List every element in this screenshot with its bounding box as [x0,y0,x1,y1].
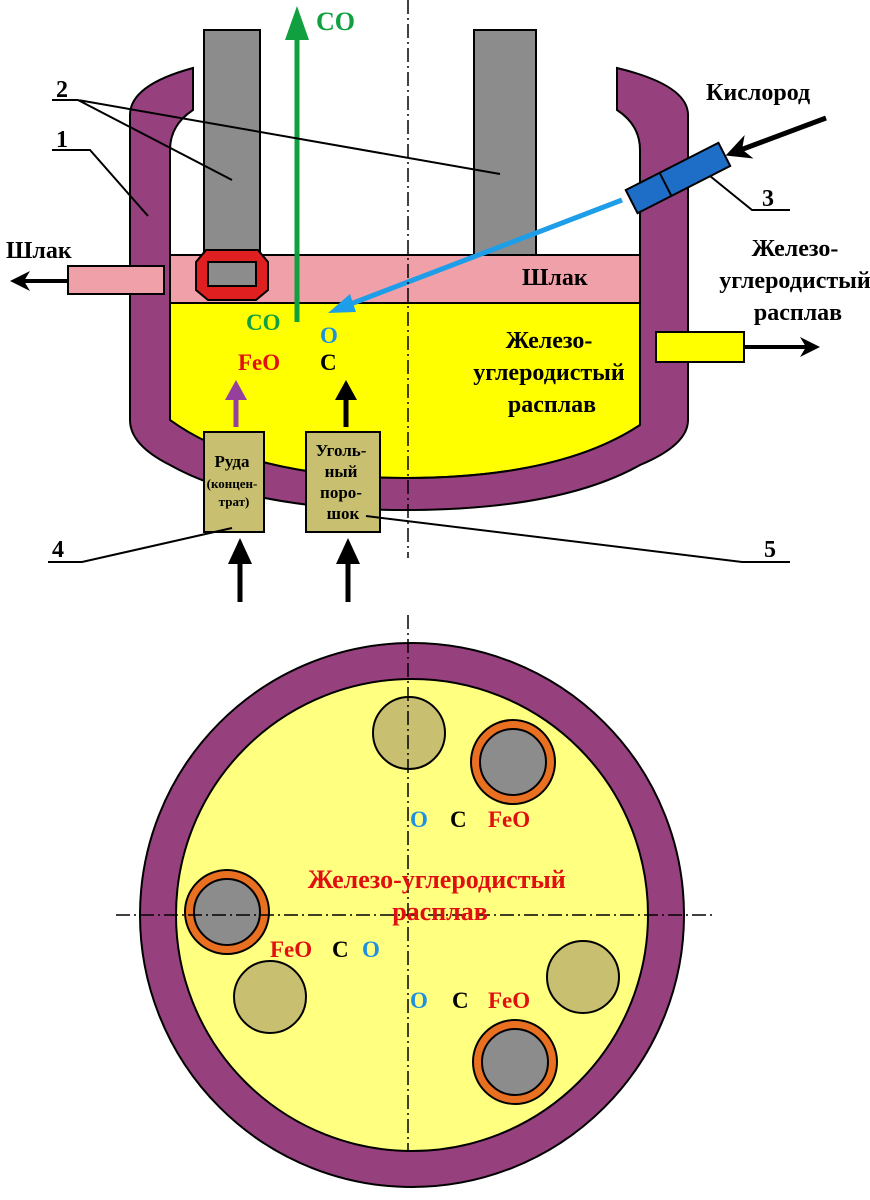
callout-2: 2 [56,77,68,103]
melt-tap [655,331,745,363]
leader-4 [48,527,233,563]
plan-melt-label: Железо-углеродистый расплав [308,865,573,926]
leader-3 [709,175,790,211]
callout-4: 4 [52,537,64,563]
callout-3: 3 [762,186,774,212]
co-melt-label: CO [246,310,281,335]
callout-1: 1 [56,127,68,153]
plan-o-left: O [362,937,380,962]
plan-electrode-icon [472,1019,558,1105]
leader-1 [52,149,149,217]
callout-5: 5 [764,537,776,563]
plan-feeder-icon [372,696,446,770]
melt-inside-label: Железо- углеродистый расплав [473,328,630,418]
plan-feeder-icon [546,940,620,1014]
plan-feo-top: FeO [488,807,530,832]
plan-c-top: C [450,807,467,832]
slag-out-label: Шлак [6,238,72,264]
electrode-right-icon [473,29,537,256]
plan-o-bottom: O [410,988,428,1013]
co-top-label: CO [316,7,355,36]
leader-5 [365,515,790,563]
melt-out-label: Железо- углеродистый расплав [719,236,870,326]
oxygen-jet [347,197,623,308]
plan-feeder-icon [233,960,307,1034]
oxygen-lance-icon [624,141,732,215]
o-melt-label: O [320,323,338,348]
ore-feeder-icon [203,431,265,533]
ore-box-label: Руда (концен- трат) [207,452,262,509]
slag-layer-label: Шлак [522,265,588,291]
feo-side-label: FeO [238,350,280,375]
plan-c-bottom: C [452,988,469,1013]
plan-electrode-icon [184,869,270,955]
c-side-label: C [320,350,337,375]
oxygen-label: Кислород [706,80,810,106]
slag-tap [67,265,165,295]
plan-o-top: O [410,807,428,832]
plan-c-left: C [332,937,349,962]
plan-electrode-icon [470,719,556,805]
coal-box-label: Уголь- ный поро- шок [316,441,371,523]
leader-2 [52,99,501,181]
plan-feo-bottom: FeO [488,988,530,1013]
electrode-crust [195,249,269,301]
plan-feo-left: FeO [270,937,312,962]
